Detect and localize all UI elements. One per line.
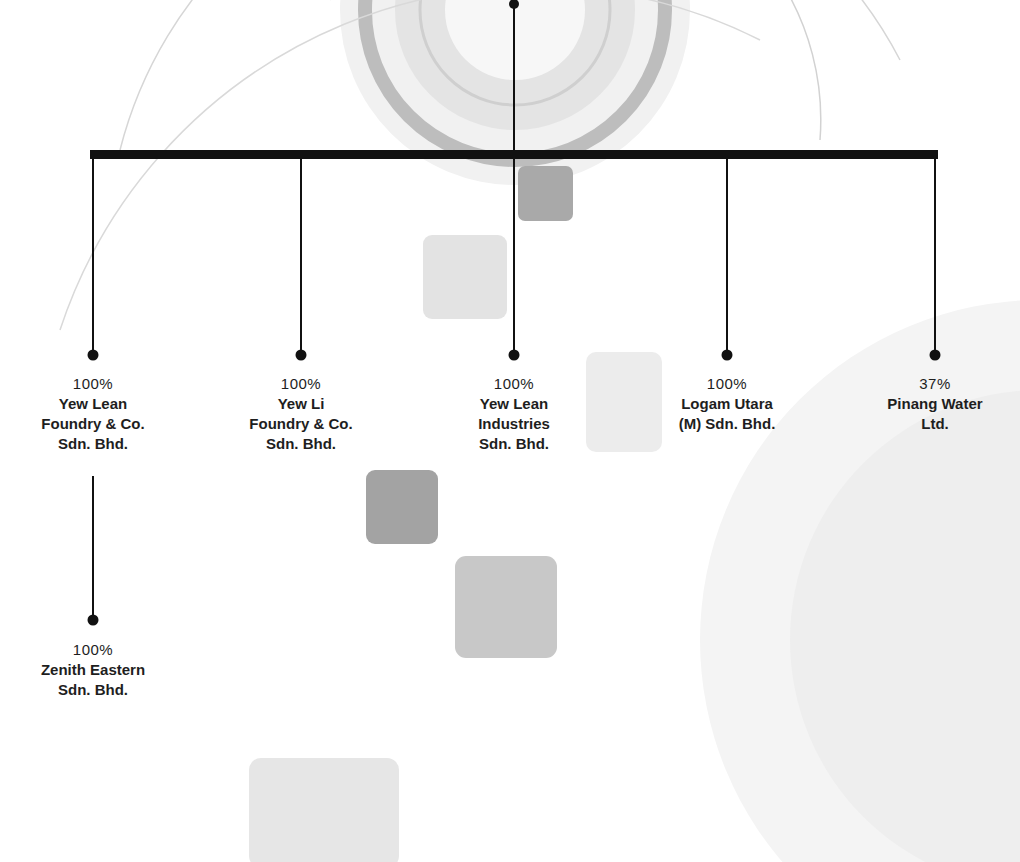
deco-square (249, 758, 399, 862)
ownership-percent: 100% (673, 374, 781, 394)
deco-square (366, 470, 438, 544)
company-name: Logam Utara (M) Sdn. Bhd. (673, 394, 781, 434)
ownership-percent: 100% (460, 374, 568, 394)
ownership-percent: 100% (39, 640, 147, 660)
ownership-percent: 37% (881, 374, 989, 394)
branch-line (513, 155, 515, 355)
ownership-percent: 100% (247, 374, 355, 394)
joint-dot (509, 350, 520, 361)
bg-arc (60, 0, 760, 330)
joint-dot (88, 350, 99, 361)
joint-dot (930, 350, 941, 361)
company-node: 100%Yew Lean Industries Sdn. Bhd. (460, 374, 568, 454)
deco-square (586, 352, 662, 452)
branch-line (300, 155, 302, 355)
joint-dot (88, 615, 99, 626)
company-name: Zenith Eastern Sdn. Bhd. (39, 660, 147, 700)
joint-dot (722, 350, 733, 361)
company-node: 100%Yew Li Foundry & Co. Sdn. Bhd. (247, 374, 355, 454)
bg-arc (330, 0, 821, 140)
company-node: 100%Yew Lean Foundry & Co. Sdn. Bhd. (39, 374, 147, 454)
company-node: 100%Zenith Eastern Sdn. Bhd. (39, 640, 147, 700)
deco-square (423, 235, 507, 319)
branch-line (934, 155, 936, 355)
company-node: 100%Logam Utara (M) Sdn. Bhd. (673, 374, 781, 434)
deco-square (518, 166, 573, 221)
company-node: 37%Pinang Water Ltd. (881, 374, 989, 434)
trunk-line (513, 0, 515, 155)
company-name: Pinang Water Ltd. (881, 394, 989, 434)
bg-arc (120, 0, 900, 150)
branch-line (92, 155, 94, 355)
company-name: Yew Lean Industries Sdn. Bhd. (460, 394, 568, 454)
joint-dot (296, 350, 307, 361)
lens-ring (365, 0, 665, 160)
company-name: Yew Lean Foundry & Co. Sdn. Bhd. (39, 394, 147, 454)
connector-line (92, 476, 94, 620)
ownership-percent: 100% (39, 374, 147, 394)
joint-dot (509, 0, 519, 9)
bg-disc (790, 390, 1020, 862)
deco-square (455, 556, 557, 658)
bg-disc (700, 300, 1020, 862)
ownership-connector (88, 476, 99, 626)
company-name: Yew Li Foundry & Co. Sdn. Bhd. (247, 394, 355, 454)
branch-line (726, 155, 728, 355)
